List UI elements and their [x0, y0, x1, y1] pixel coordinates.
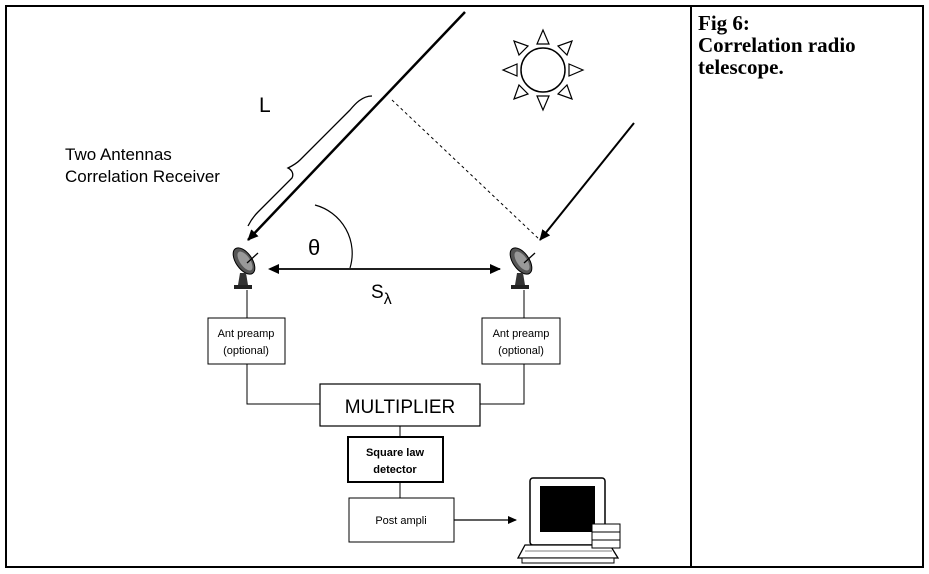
caption-title-line-1: Correlation radio	[698, 33, 856, 57]
multiplier-box: MULTIPLIER	[319, 383, 481, 427]
sun-icon	[501, 28, 585, 112]
baseline-label: Sλ	[371, 282, 392, 308]
multiplier-label: MULTIPLIER	[345, 397, 456, 418]
preamp-left-line-1: Ant preamp	[218, 328, 275, 340]
baseline-symbol: S	[371, 282, 384, 303]
caption-figure-number: Fig 6:	[698, 11, 750, 35]
preamp-box-left: Ant preamp (optional)	[207, 317, 286, 365]
figure-caption: Fig 6: Correlation radio telescope.	[698, 12, 856, 78]
path-length-label: L	[259, 94, 271, 117]
preamp-right-line-1: Ant preamp	[493, 328, 550, 340]
antennas-label-line-2: Correlation Receiver	[65, 167, 220, 186]
post-ampli-box: Post ampli	[348, 497, 455, 543]
caption-panel: Fig 6: Correlation radio telescope.	[692, 5, 924, 568]
antennas-label-line-1: Two Antennas	[65, 145, 172, 164]
square-law-detector-box: Square law detector	[347, 436, 444, 483]
caption-title-line-2: telescope.	[698, 55, 784, 79]
preamp-left-line-2: (optional)	[223, 345, 269, 357]
dish-antenna-left-icon	[232, 247, 259, 289]
preamp-box-right: Ant preamp (optional)	[481, 317, 561, 365]
left-to-multiplier-line	[246, 364, 320, 405]
wavefront-dashed-line	[391, 99, 541, 241]
path-length-brace	[247, 95, 373, 227]
preamp-right-line-2: (optional)	[498, 345, 544, 357]
post-ampli-label: Post ampli	[375, 515, 426, 527]
computer-icon	[516, 477, 621, 564]
angle-label: θ	[308, 235, 320, 260]
detector-line-2: detector	[373, 464, 417, 476]
incoming-ray-right	[539, 122, 635, 241]
right-to-multiplier-line	[480, 364, 525, 405]
dish-antenna-right-icon	[509, 247, 536, 289]
angle-arc	[314, 204, 353, 269]
incoming-ray-left	[247, 11, 466, 241]
diagram-panel	[5, 5, 692, 568]
detector-line-1: Square law	[366, 447, 425, 459]
baseline-subscript: λ	[384, 291, 392, 308]
